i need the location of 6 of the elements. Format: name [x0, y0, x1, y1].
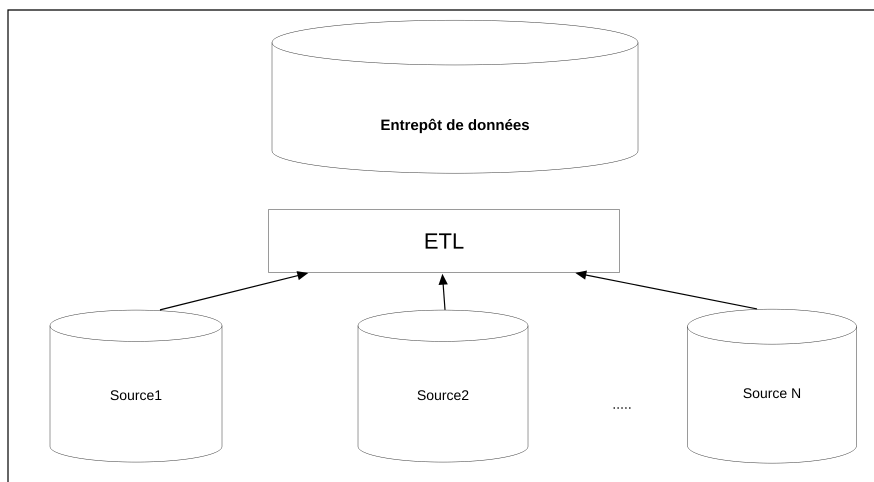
process-box: ETL: [268, 209, 620, 273]
database-cylinder: Source N: [687, 308, 857, 464]
ellipsis-label: .....: [614, 407, 630, 409]
database-cylinder: Entrepôt de données: [272, 20, 638, 174]
database-cylinder: Source1: [50, 310, 222, 462]
database-cylinder: Source2: [358, 310, 528, 462]
